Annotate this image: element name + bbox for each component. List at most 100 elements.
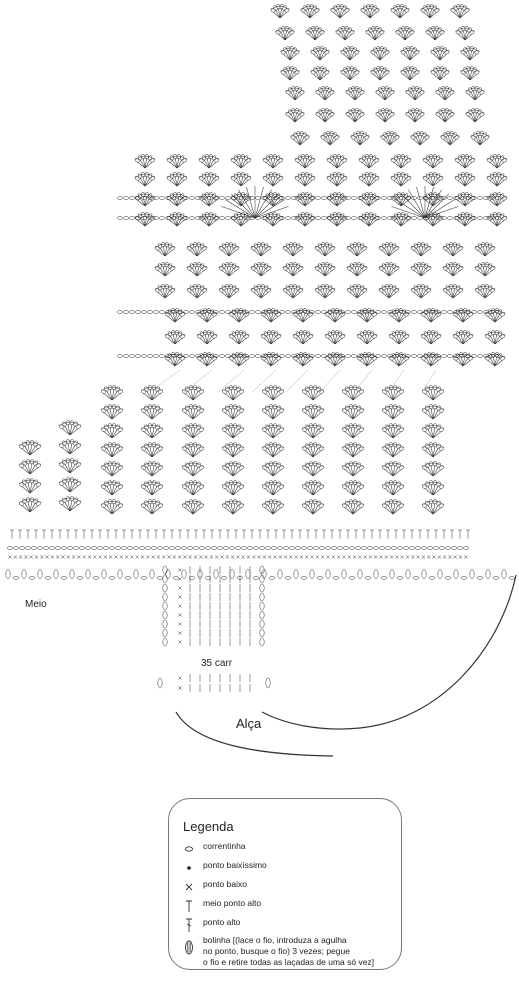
shell-motif <box>455 26 475 41</box>
stitch-line <box>430 389 434 401</box>
stitch-line <box>272 447 279 458</box>
connector-lines <box>149 369 437 393</box>
bobble-loop <box>484 242 489 248</box>
stitch-line <box>176 179 186 187</box>
bobble-loop <box>389 385 393 391</box>
stitch-line <box>151 411 161 420</box>
stitch-line <box>159 289 166 299</box>
stitch-line <box>424 411 434 420</box>
half-double-crochet <box>10 529 14 539</box>
stitch-line <box>486 337 496 345</box>
chain-arc <box>341 405 365 411</box>
bobble-loop <box>466 309 471 315</box>
stitch-line <box>347 428 354 439</box>
stitch-line <box>362 11 371 19</box>
chain-arc <box>410 285 432 291</box>
stitch-line <box>324 112 327 123</box>
bobble-loop <box>186 266 192 271</box>
chain-stitch <box>201 310 207 314</box>
chain-stitch <box>339 310 345 314</box>
stitch-line <box>324 247 331 257</box>
fan-stitch <box>254 199 285 219</box>
chain-arc <box>341 386 365 392</box>
stitch-line <box>390 389 394 401</box>
stitch-line <box>151 408 155 420</box>
stitch-line <box>464 197 471 207</box>
chain-stitch <box>417 354 423 358</box>
stitch-line <box>262 337 272 345</box>
stitch-line <box>146 390 153 401</box>
stitch-line <box>304 159 311 169</box>
chain-stitch <box>375 196 381 200</box>
stitch-line <box>496 161 506 169</box>
chain-stitch <box>45 576 51 580</box>
stitch-line <box>447 289 454 299</box>
stitch-line <box>309 9 315 19</box>
stitch-line <box>204 356 208 367</box>
stitch-line <box>238 315 248 323</box>
bobble-loop <box>225 462 230 468</box>
chain-stitch <box>351 196 357 200</box>
stitch-line <box>312 430 322 439</box>
chain-stitch <box>279 310 285 314</box>
fan-stitch <box>401 193 426 219</box>
legend-text: correntinha <box>203 841 246 851</box>
chain-stitch <box>339 196 345 200</box>
stitch-line <box>184 392 194 401</box>
stitch-line <box>404 30 407 41</box>
stitch-line <box>452 267 459 277</box>
chain-arc <box>294 173 316 179</box>
stitch-line <box>232 392 242 401</box>
shell-motif <box>186 284 208 299</box>
bobble-loop <box>468 213 473 219</box>
stitch-line <box>196 266 200 277</box>
chain-stitch <box>129 310 135 314</box>
stitch-line <box>344 33 353 41</box>
stitch-line <box>392 487 402 496</box>
stitch-line <box>319 51 325 61</box>
stitch-line <box>470 91 476 101</box>
stitch-line <box>272 199 282 207</box>
stitch-line <box>109 446 113 458</box>
bobble-loop <box>222 465 227 470</box>
bobble-loop <box>349 263 354 269</box>
bobble-loop <box>250 266 256 271</box>
bobble-loop <box>273 461 277 467</box>
chain-stitch <box>315 216 321 220</box>
stitch-line <box>196 291 206 299</box>
stitch-line <box>463 30 466 41</box>
bobble-loop <box>319 484 324 489</box>
bobble-loop <box>236 443 241 449</box>
stitch-line <box>484 291 494 299</box>
shell-motif <box>350 131 370 146</box>
stitch-line <box>69 501 76 512</box>
chain-arc <box>388 331 410 337</box>
stitch-line <box>27 482 31 494</box>
shell-motif <box>292 330 314 345</box>
shell-motif <box>400 46 420 61</box>
bobble-loop <box>262 176 268 181</box>
stitch-line <box>187 428 194 439</box>
stitch-line <box>264 468 274 477</box>
bobble-loop <box>319 446 324 451</box>
stitch-line <box>462 196 466 207</box>
chain-stitch <box>345 196 351 200</box>
chain-arc <box>430 67 450 73</box>
stitch-line <box>329 136 335 146</box>
chain-arc <box>341 443 365 449</box>
chain-arc <box>484 309 506 315</box>
bobble-loop <box>389 499 393 505</box>
chain-stitch <box>171 216 177 220</box>
bobble-loop <box>199 408 204 413</box>
chain-stitch <box>123 310 129 314</box>
chain-arc <box>370 47 390 53</box>
stitch-line <box>425 357 432 367</box>
bobble-loop <box>225 424 230 430</box>
stitch-line <box>420 249 430 257</box>
bobble-loop <box>234 266 240 271</box>
stitch-line <box>414 93 423 101</box>
bobble-loop <box>244 334 250 339</box>
single-crochet <box>178 631 182 635</box>
stitch-line <box>111 485 118 496</box>
bobble-loop <box>430 330 435 336</box>
